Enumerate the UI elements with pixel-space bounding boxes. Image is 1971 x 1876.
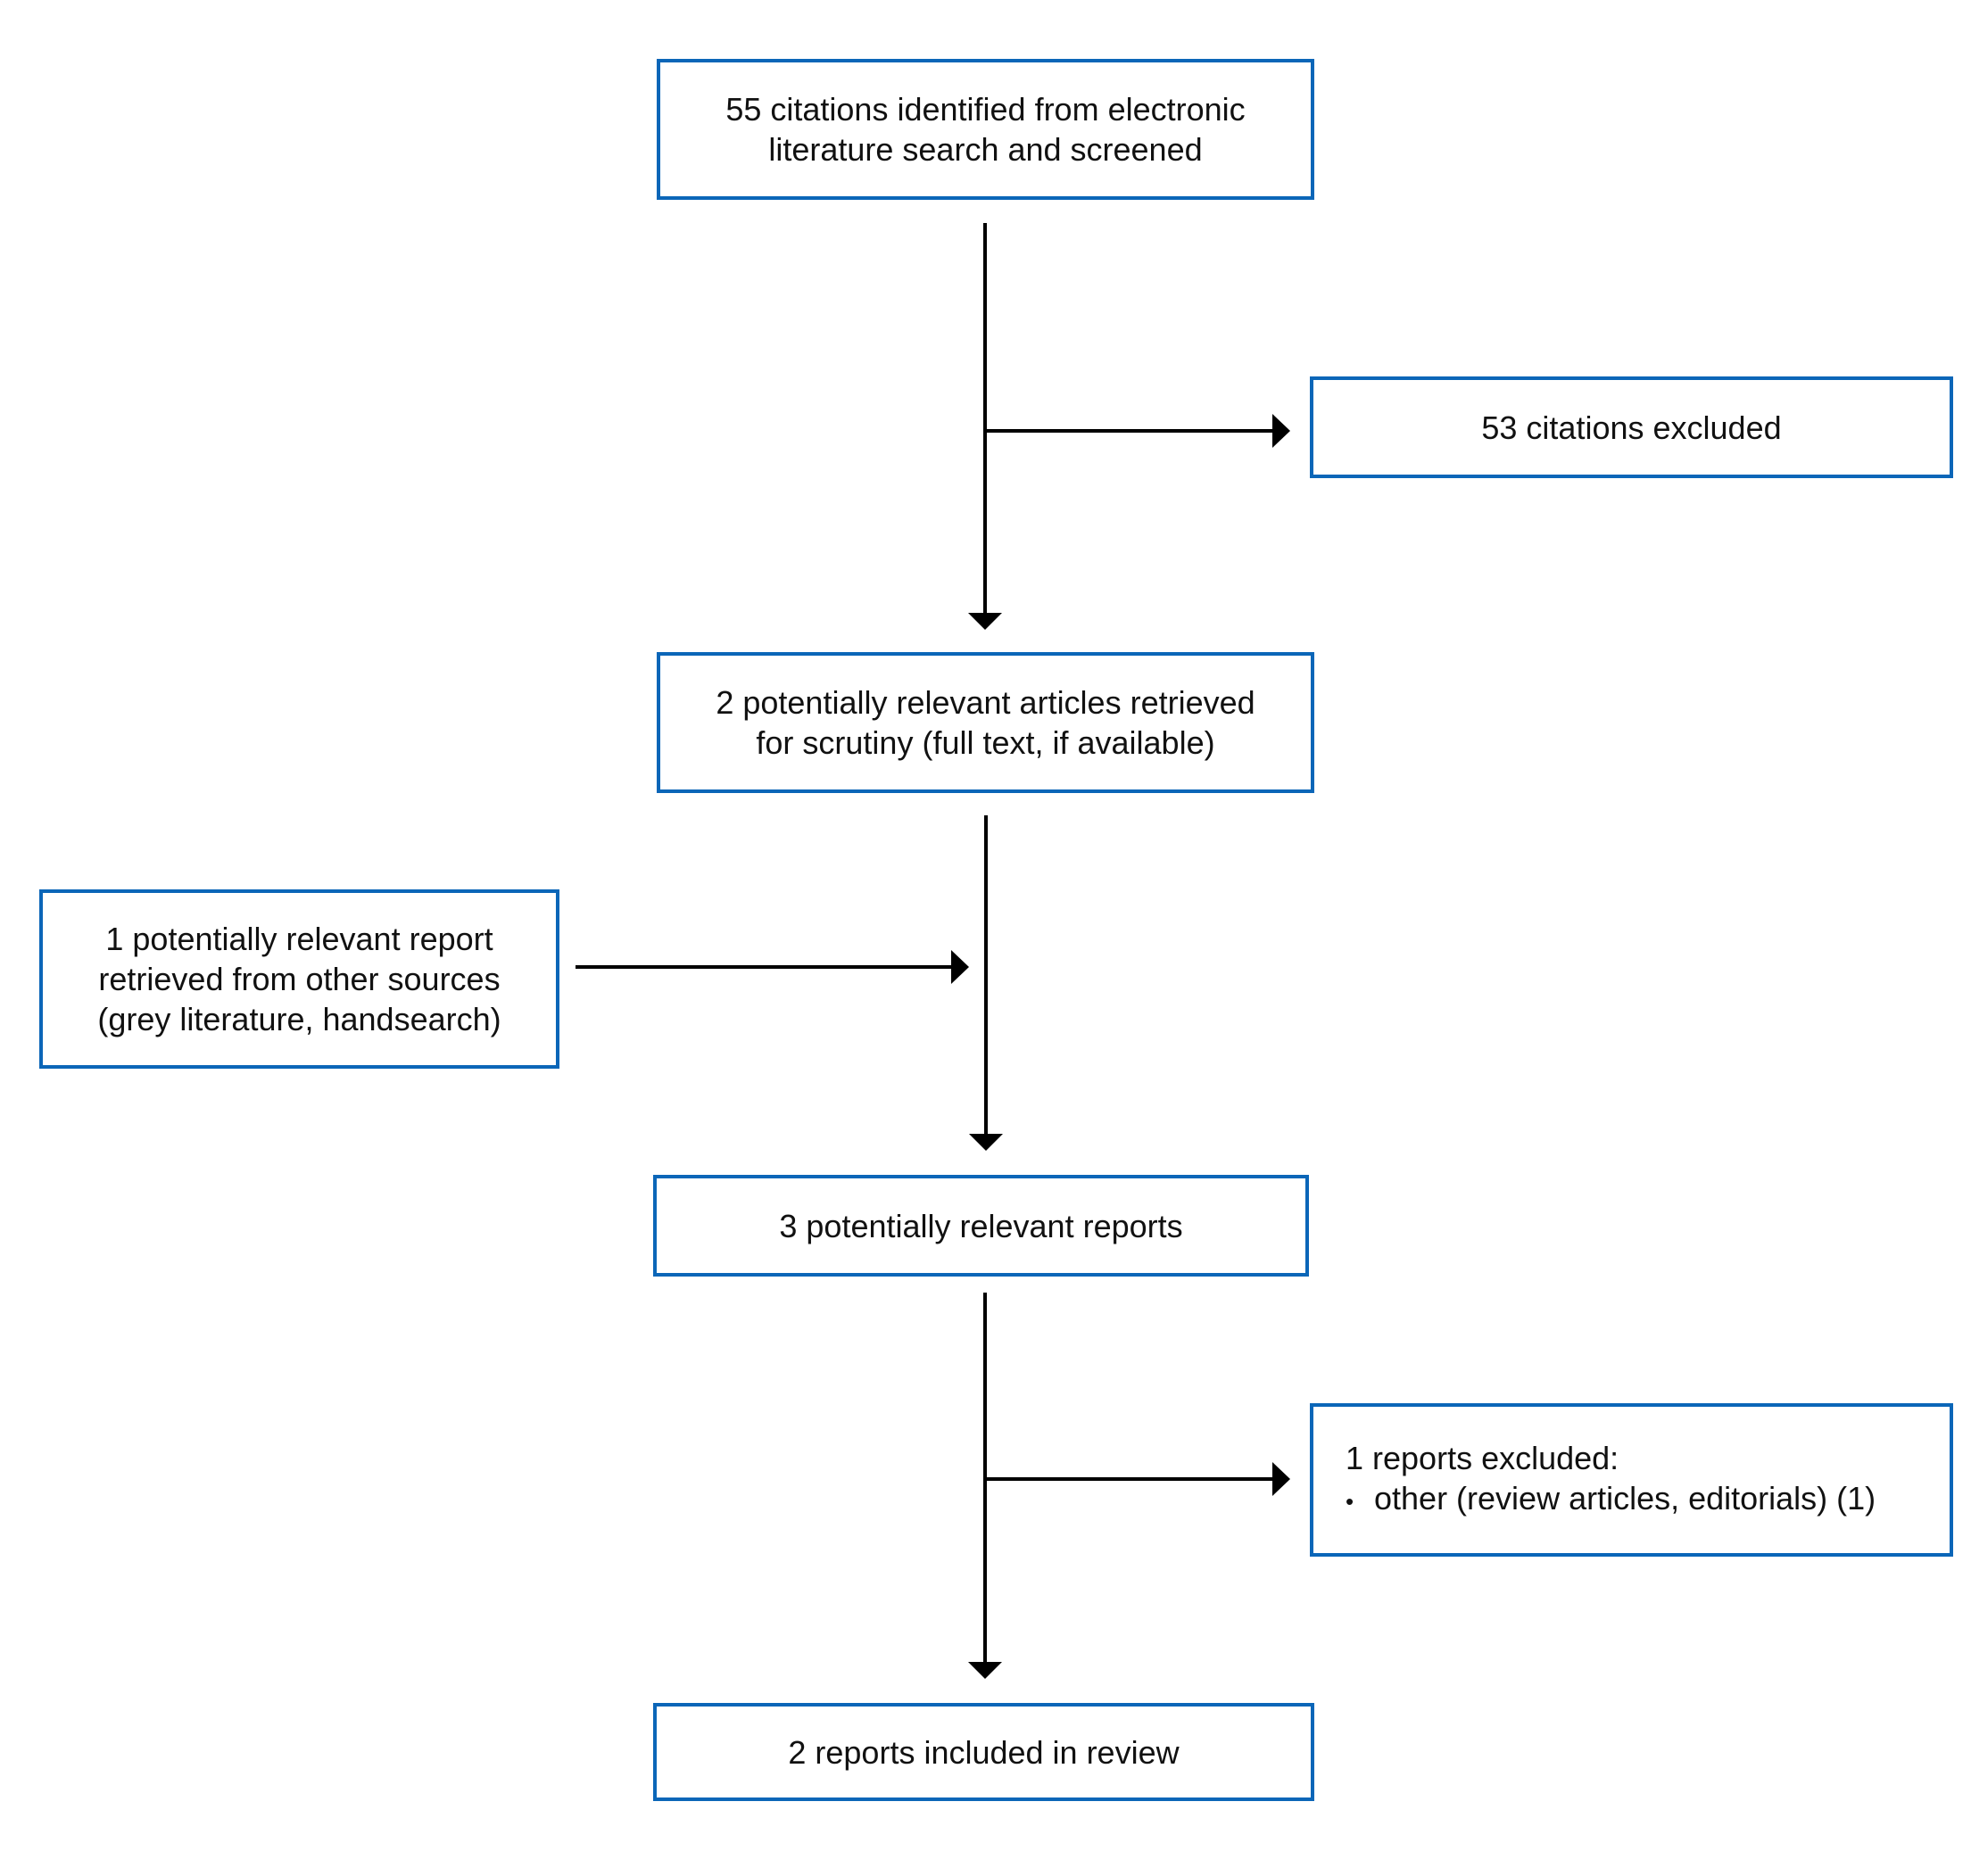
retrieved-articles-box: 2 potentially relevant articles retrieve… [657, 652, 1314, 793]
excluded-citations-text: 53 citations excluded [1481, 409, 1782, 446]
excluded-reports-item: • other (review articles, editorials) (1… [1346, 1478, 1876, 1522]
other-sources-line-2: retrieved from other sources [98, 961, 501, 997]
included-reports-box: 2 reports included in review [653, 1703, 1314, 1801]
arrowhead-right [1272, 1462, 1290, 1496]
other-sources-box: 1 potentially relevant report retrieved … [39, 889, 559, 1069]
other-sources-line-1: 1 potentially relevant report [105, 921, 493, 957]
identified-line-1: 55 citations identified from electronic [725, 91, 1246, 128]
relevant-reports-text: 3 potentially relevant reports [779, 1207, 1183, 1244]
bullet-icon: • [1346, 1488, 1354, 1515]
excluded-reports-item-text: other (review articles, editorials) (1) [1374, 1480, 1876, 1517]
retrieved-line-1: 2 potentially relevant articles retrieve… [716, 684, 1255, 721]
arrowhead-down [968, 613, 1002, 630]
arrowhead-right [951, 950, 969, 984]
arrowhead-down [968, 1662, 1002, 1679]
identified-citations-box: 55 citations identified from electronic … [657, 59, 1314, 200]
other-sources-line-3: (grey literature, handsearch) [97, 1001, 501, 1037]
excluded-reports-heading: 1 reports excluded: [1346, 1440, 1619, 1476]
retrieved-line-2: for scrutiny (full text, if available) [756, 724, 1215, 761]
included-reports-text: 2 reports included in review [788, 1733, 1180, 1771]
arrowhead-right [1272, 414, 1290, 448]
excluded-citations-box: 53 citations excluded [1310, 376, 1953, 478]
identified-line-2: literature search and screened [768, 131, 1203, 168]
relevant-reports-box: 3 potentially relevant reports [653, 1175, 1309, 1277]
arrowhead-down [969, 1134, 1003, 1151]
excluded-reports-box: 1 reports excluded: • other (review arti… [1310, 1403, 1953, 1557]
